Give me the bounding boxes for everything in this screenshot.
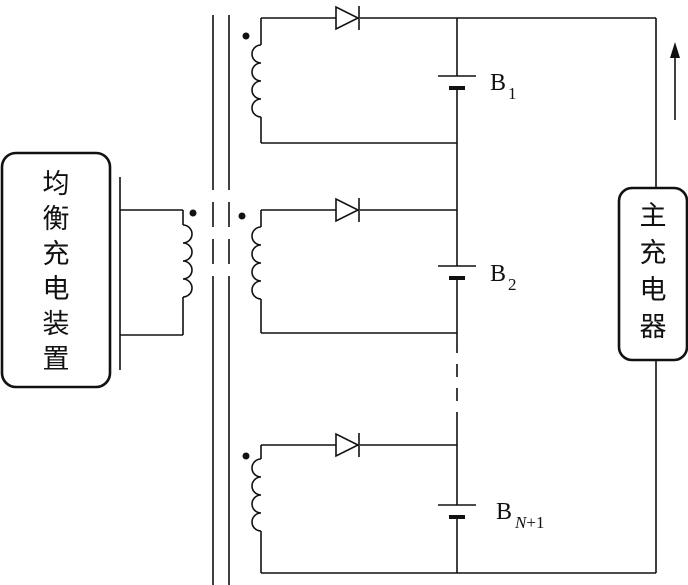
diode-n1: [335, 432, 360, 458]
charger-char: 器: [640, 312, 667, 343]
wires-horizontal: [261, 17, 656, 574]
battery-n1-symbol: [438, 504, 476, 519]
battery-letter: B: [490, 261, 506, 287]
transformer-core: [212, 15, 230, 585]
battery-subscript-italic: N: [514, 513, 528, 532]
main-charger-box: [617, 186, 688, 362]
equalizer-char: 电: [43, 274, 70, 305]
battery-letter: B: [496, 499, 512, 525]
charger-char: 电: [640, 275, 667, 306]
battery-letter: B: [490, 70, 506, 96]
charger-char: 主: [640, 201, 667, 232]
charger-char: 充: [640, 238, 667, 269]
battery-2-symbol: [438, 265, 476, 280]
equalizer-char: 装: [43, 309, 70, 340]
equalizer-char: 均: [43, 169, 70, 200]
battery-subscript: 2: [508, 275, 517, 294]
secondary-winding-1: [251, 18, 262, 143]
current-arrow-icon: [670, 42, 680, 58]
primary-winding: [120, 209, 193, 336]
polarity-dot-primary: [189, 209, 197, 217]
diode-2: [335, 197, 360, 223]
equalizer-char: 衡: [43, 204, 70, 235]
equalizer-char: 置: [43, 344, 70, 375]
equalizer-box: [0, 151, 112, 389]
polarity-dot-secondary-2: [238, 212, 246, 220]
battery-subscript: +1: [526, 513, 544, 532]
polarity-dot-secondary-1: [242, 32, 250, 40]
diode-1: [335, 5, 360, 31]
secondary-winding-2: [251, 210, 262, 333]
battery-1-symbol: [438, 75, 476, 90]
main-charger-label: 主 充 电 器: [640, 201, 667, 343]
polarity-dot-secondary-n1: [242, 452, 250, 460]
battery-subscript: 1: [508, 84, 517, 103]
equalizer-label: 均 衡 充 电 装 置: [43, 169, 70, 375]
secondary-winding-n1: [251, 445, 262, 573]
equalizer-char: 充: [43, 239, 70, 270]
